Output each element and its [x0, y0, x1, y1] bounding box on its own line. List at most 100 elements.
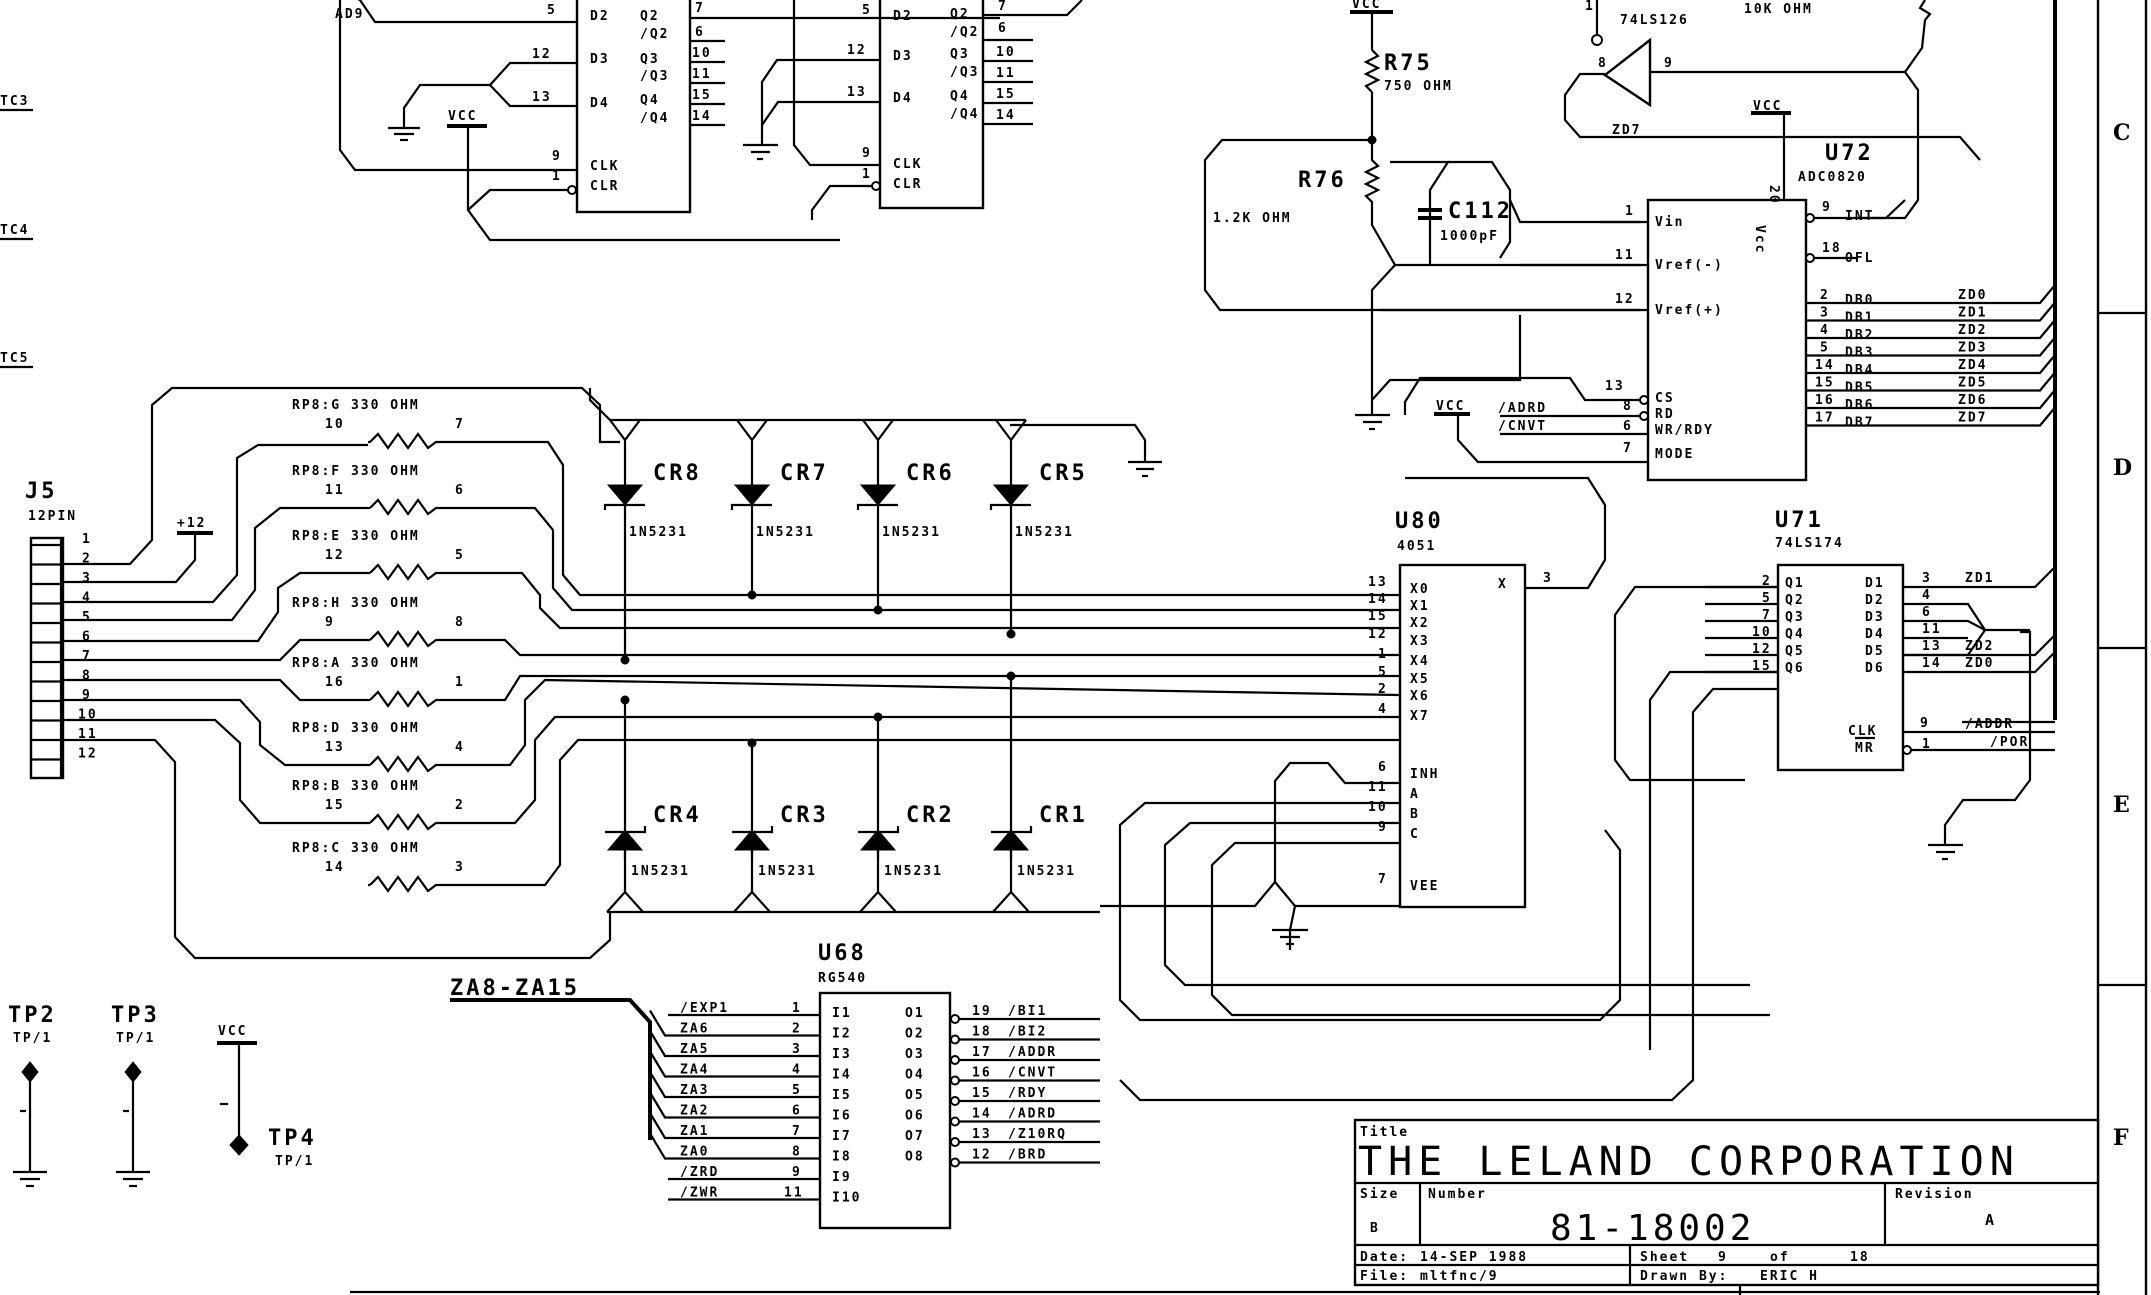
pin-name: D3 — [1865, 610, 1885, 625]
pin-name: D3 — [893, 49, 913, 64]
pin-number: 17 — [1815, 411, 1835, 426]
part-number: 1N5231 — [882, 525, 941, 540]
pin-name: Vref(+) — [1655, 303, 1724, 318]
title-block: Title THE LELAND CORPORATION Size B Numb… — [1353, 1118, 2100, 1287]
pin-name: CLK — [1848, 724, 1877, 739]
diode-icon — [606, 484, 644, 506]
buffer-74ls126[interactable]: 1 74LS126 8 9 10K OHM ZD7 — [1563, 0, 1981, 220]
pin-number: 1 — [552, 169, 562, 184]
latch-right[interactable]: 5 D2 12 D3 13 D4 9 CLK 1 CLR Q2 /Q2 Q3 /… — [743, 0, 1083, 220]
pin-number: 5 — [1820, 341, 1830, 356]
pin-name: VEE — [1410, 879, 1439, 894]
pin-name: /Q3 — [640, 69, 669, 84]
supply-label: +12 — [177, 516, 206, 531]
ic-u72[interactable]: U72 ADC0820 VCC 20 Vcc 1 Vin 11 Vref(-) … — [1380, 0, 2057, 720]
file-value: mltfnc/9 — [1420, 1269, 1499, 1284]
pin-number: 1 — [455, 675, 465, 690]
part-number: 1N5231 — [756, 525, 815, 540]
offpage-label: TC5 — [0, 351, 29, 366]
resistor-r76[interactable]: R76 1.2K OHM — [1213, 140, 1397, 400]
zener-diodes: CR81N5231CR71N5231CR61N5231CR51N5231CR41… — [588, 388, 1100, 914]
pin-name: DB4 — [1845, 363, 1874, 378]
pin-name: Vref(-) — [1655, 258, 1724, 273]
pin-number: 7 — [998, 0, 1008, 14]
net-label: /ADRD — [1498, 401, 1547, 416]
pin-name: X0 — [1410, 582, 1430, 597]
ref-designator: R76 — [1298, 168, 1347, 193]
net-label: /Z10RQ — [1008, 1127, 1067, 1142]
pin-number: 8 — [1623, 399, 1633, 414]
pin-name: I10 — [832, 1191, 861, 1206]
part-number: TP/1 — [13, 1031, 52, 1046]
pin-number: 10 — [325, 417, 345, 432]
part-number: 1N5231 — [758, 864, 817, 879]
capacitor-c112[interactable]: C112 1000pF — [1390, 160, 1640, 267]
latch-left[interactable]: AD9 5 D2 12 D3 13 D4 VCC 9 CLK 1 CLR Q2 … — [335, 0, 1000, 242]
pin-name: D3 — [590, 52, 610, 67]
pin-name: I6 — [832, 1109, 852, 1124]
pin-name: Q6 — [1785, 661, 1805, 676]
part-number: 12PIN — [28, 509, 77, 524]
offpage-tc5[interactable]: TC5 — [0, 351, 33, 369]
ref-designator: CR8 — [653, 461, 702, 486]
pin-number: 9 — [1378, 820, 1388, 835]
net-label: ZA3 — [680, 1083, 709, 1098]
pin-name: D1 — [1865, 576, 1885, 591]
ref-designator: CR6 — [906, 461, 955, 486]
zener-diode-cr7[interactable]: CR7 1N5231 — [730, 419, 829, 540]
ref-designator: TP2 — [8, 1003, 57, 1028]
pin-number: 4 — [1922, 588, 1932, 603]
ref-designator: CR7 — [780, 461, 829, 486]
pin-number: 13 — [972, 1127, 992, 1142]
pin-name: I7 — [832, 1129, 852, 1144]
pin-name: X — [1498, 577, 1508, 592]
pin-number: 5 — [862, 3, 872, 18]
pin-number: 7 — [1378, 872, 1388, 887]
offpage-tc3[interactable]: TC3 — [0, 94, 33, 112]
pin-number: 12 — [78, 747, 98, 762]
sheet-total: 18 — [1850, 1250, 1870, 1265]
zener-diode-cr6[interactable]: CR6 1N5231 — [856, 419, 955, 540]
pin-name: O5 — [905, 1088, 925, 1103]
pin-number: 14 — [1922, 656, 1942, 671]
pin-number: 6 — [792, 1104, 802, 1119]
net-label: ZD7 — [1958, 411, 1987, 426]
pin-name: Q2 — [1785, 593, 1805, 608]
resistor-r75[interactable]: VCC R75 750 OHM — [1350, 0, 1453, 140]
net-label: ZD2 — [1958, 323, 1987, 338]
pin-number: 15 — [1815, 376, 1835, 391]
offpage-tc4[interactable]: TC4 — [0, 223, 33, 241]
net-label: /ADDR — [1008, 1045, 1057, 1060]
net-label: /BI1 — [1008, 1004, 1047, 1019]
net-label: /BRD — [1008, 1148, 1047, 1163]
pin-name: O7 — [905, 1129, 925, 1144]
drawing-number: 81-18002 — [1550, 1208, 1755, 1249]
file-label: File: — [1360, 1269, 1409, 1284]
pin-number: 15 — [972, 1086, 992, 1101]
pin-name: DB5 — [1845, 381, 1874, 396]
ground-symbol — [743, 143, 778, 161]
pin-number: 6 — [1922, 605, 1932, 620]
